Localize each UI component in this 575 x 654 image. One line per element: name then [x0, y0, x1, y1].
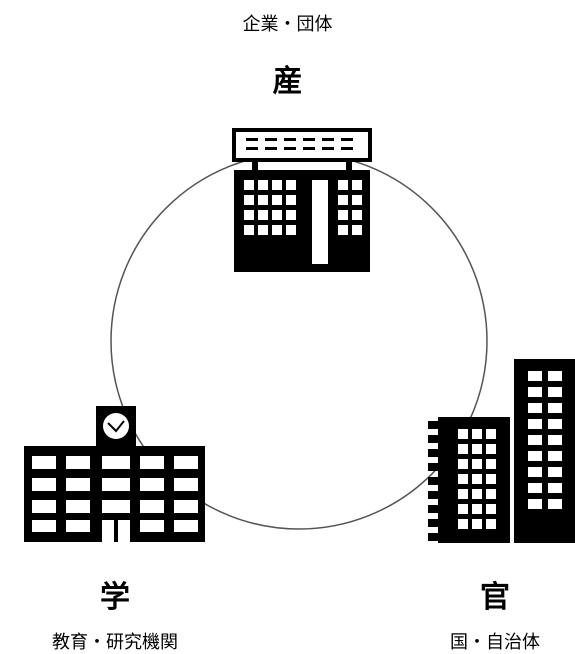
government-caption: 国・自治体 [450, 632, 540, 653]
government-title: 官 [480, 580, 510, 615]
government-buildings-icon [428, 359, 575, 543]
industry-caption: 企業・団体 [242, 14, 333, 35]
industry-title: 産 [272, 64, 303, 99]
academia-title: 学 [100, 580, 130, 615]
academia-caption: 教育・研究機関 [52, 632, 178, 653]
school-building-icon [24, 406, 205, 542]
office-building-icon [232, 128, 372, 272]
